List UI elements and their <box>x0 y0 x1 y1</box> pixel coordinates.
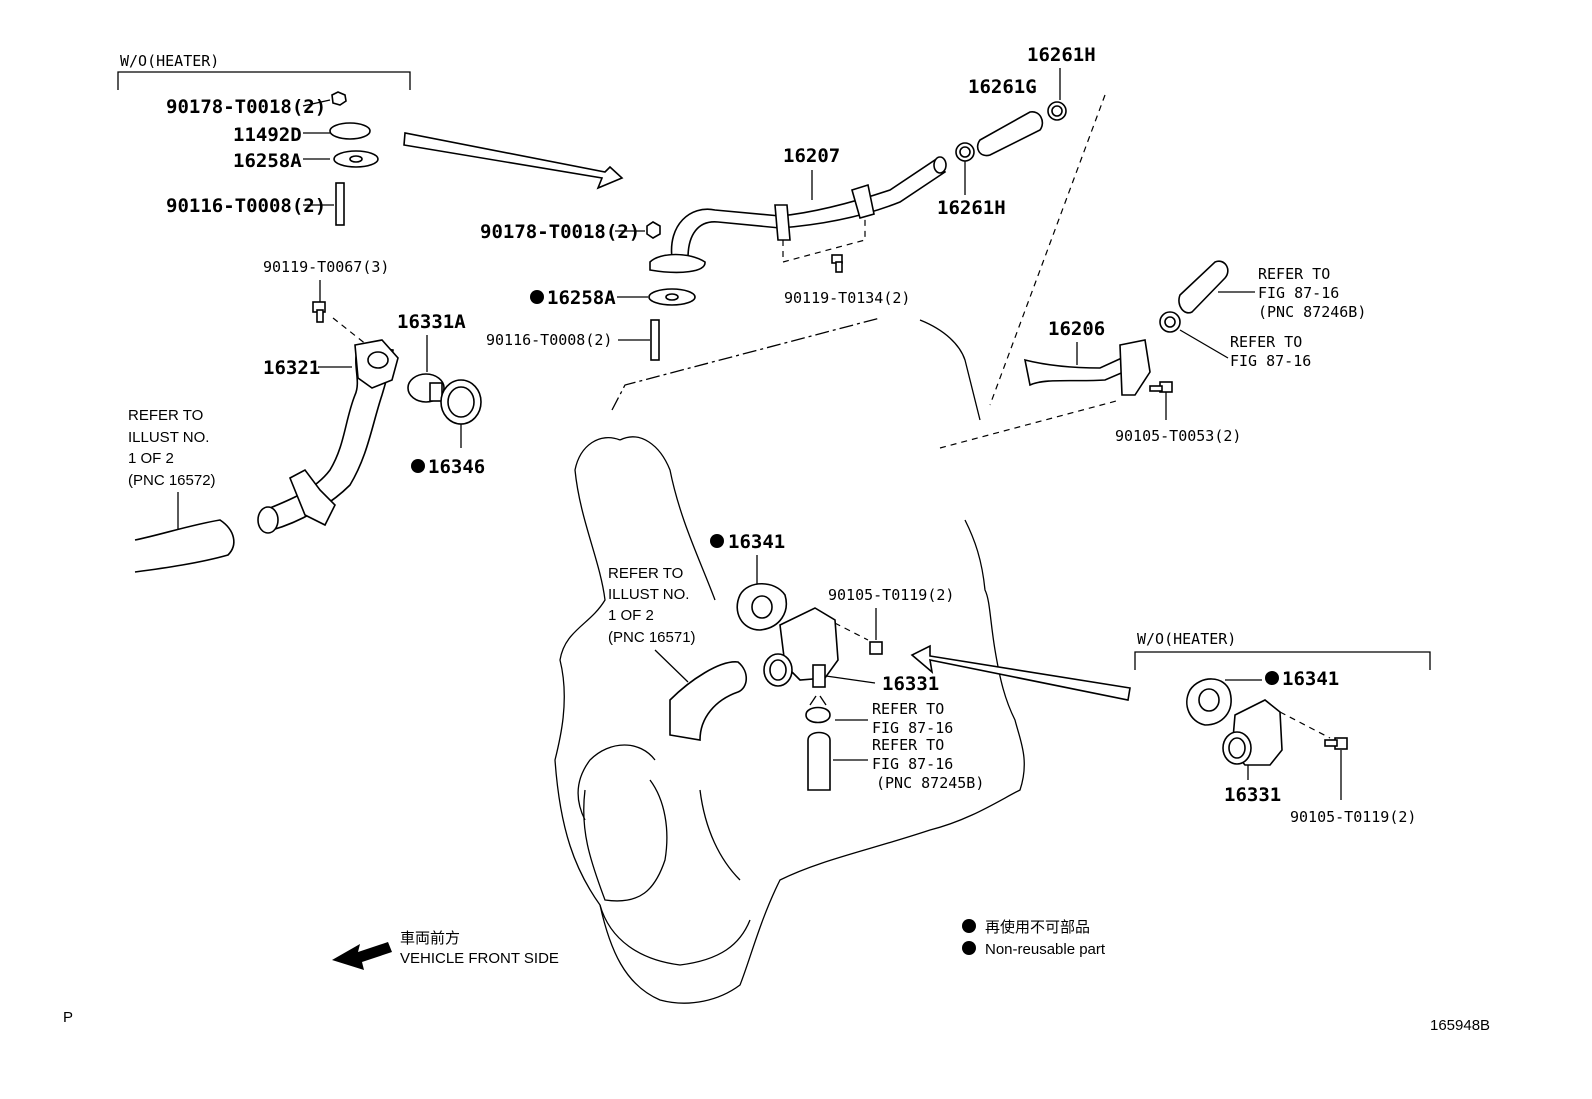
front-direction-arrow <box>332 942 392 970</box>
part-label-16261h: 16261H <box>937 197 1006 219</box>
non-reusable-mark <box>710 534 724 548</box>
part-label-90119-t0134: 90119-T0134(2) <box>784 289 910 307</box>
direction-arrow <box>910 644 1131 701</box>
non-reusable-mark <box>1265 671 1279 685</box>
group-wo-heater-top: W/O(HEATER) <box>117 52 411 90</box>
group-label-wo-heater: W/O(HEATER) <box>1137 630 1236 648</box>
group-label-wo-heater: W/O(HEATER) <box>120 52 219 70</box>
front-side-en: VEHICLE FRONT SIDE <box>400 950 559 967</box>
legend-jp: 再使用不可部品 <box>985 919 1090 936</box>
non-reusable-mark <box>411 459 425 473</box>
part-label-16331: 16331 <box>1224 784 1281 806</box>
figure-id: 165948B <box>1430 1017 1490 1034</box>
part-label-16206: 16206 <box>1048 318 1105 340</box>
stud-part <box>335 182 345 226</box>
refer-line: 1 OF 2 <box>128 450 174 467</box>
part-label-90105-t0119: 90105-T0119(2) <box>1290 808 1416 826</box>
hose-part <box>976 111 1044 157</box>
radiator-hose <box>134 519 235 573</box>
refer-line: REFER TO <box>872 700 944 718</box>
refer-line: FIG 87-16 <box>1230 352 1311 370</box>
refer-line: FIG 87-16 <box>872 755 953 773</box>
radiator-hose <box>669 661 748 741</box>
non-reusable-mark <box>962 941 976 955</box>
part-label-16207: 16207 <box>783 145 840 167</box>
direction-arrow <box>403 132 624 190</box>
refer-line: FIG 87-16 <box>872 719 953 737</box>
hose-part <box>807 731 831 791</box>
corner-mark: P <box>63 1009 73 1026</box>
part-label-90119-t0067: 90119-T0067(3) <box>263 258 389 276</box>
engine-outline <box>554 317 1025 1004</box>
part-label-90116-t0008: 90116-T0008(2) <box>486 331 612 349</box>
part-label-90105-t0053: 90105-T0053(2) <box>1115 427 1241 445</box>
legend-en: Non-reusable part <box>985 941 1106 958</box>
part-label-16341: 16341 <box>1282 668 1339 690</box>
part-label-16346: 16346 <box>428 456 485 478</box>
part-label-90116-t0008: 90116-T0008(2) <box>166 195 326 217</box>
part-label-16258a: 16258A <box>233 150 302 172</box>
refer-line: REFER TO <box>1258 265 1330 283</box>
refer-line: REFER TO <box>608 565 683 582</box>
non-reusable-mark <box>530 290 544 304</box>
part-label-16321: 16321 <box>263 357 320 379</box>
hose-part <box>1178 260 1229 314</box>
refer-line: ILLUST NO. <box>128 429 209 446</box>
front-side-jp: 車両前方 <box>400 930 460 947</box>
refer-line: (PNC 87246B) <box>1258 303 1366 321</box>
gasket-part <box>329 122 371 140</box>
clamp-part <box>805 706 831 724</box>
refer-line: REFER TO <box>872 736 944 754</box>
refer-line: REFER TO <box>1230 333 1302 351</box>
refer-line: (PNC 16571) <box>608 629 696 646</box>
part-label-90105-t0119: 90105-T0119(2) <box>828 586 954 604</box>
part-label-16341: 16341 <box>728 531 785 553</box>
refer-line: ILLUST NO. <box>608 586 689 603</box>
part-label-90178-t0018: 90178-T0018(2) <box>480 221 640 243</box>
part-label-11492d: 11492D <box>233 124 302 146</box>
part-label-16331a: 16331A <box>397 311 466 333</box>
part-label-16261h: 16261H <box>1027 44 1096 66</box>
refer-line: REFER TO <box>128 407 203 424</box>
refer-line: FIG 87-16 <box>1258 284 1339 302</box>
part-label-16331: 16331 <box>882 673 939 695</box>
part-label-90178-t0018: 90178-T0018(2) <box>166 96 326 118</box>
part-label-16261g: 16261G <box>968 76 1037 98</box>
refer-line: (PNC 87245B) <box>876 774 984 792</box>
non-reusable-mark <box>962 919 976 933</box>
refer-line: (PNC 16572) <box>128 472 216 489</box>
refer-line: 1 OF 2 <box>608 607 654 624</box>
stud-part <box>650 319 660 361</box>
water-bypass-pipe <box>670 158 947 259</box>
nut-part <box>646 221 661 239</box>
part-label-16258a: 16258A <box>547 287 616 309</box>
bolt-part <box>869 641 883 655</box>
nut-part <box>331 91 347 106</box>
